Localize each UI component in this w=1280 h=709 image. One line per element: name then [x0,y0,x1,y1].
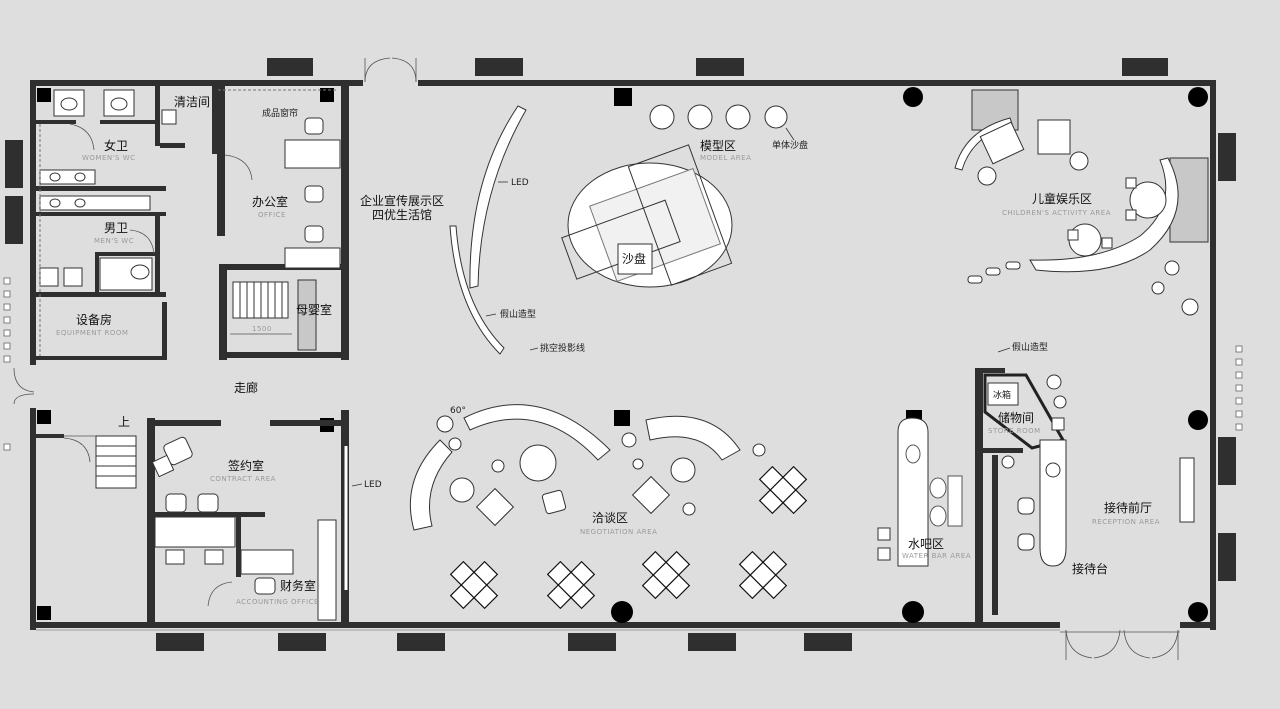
label-equipment: 设备房 [76,312,112,327]
label-storage-sub: STORE ROOM [988,427,1041,435]
label-reception-hall-sub: RECEPTION AREA [1092,518,1160,526]
label-kids: 儿童娱乐区 [1032,191,1092,206]
label-storage: 储物间 [998,410,1034,425]
wc-fixtures [39,89,336,356]
label-product-window: 成品窗帘 [262,107,298,119]
contract-furniture [95,435,348,621]
note-stair-mark: 1500 [252,325,272,333]
label-office-sub: OFFICE [258,211,286,219]
label-negotiation-sub: NEGOTIATION AREA [580,528,657,536]
negotiation-area [409,404,766,531]
label-men-wc-sub: MEN'S WC [94,237,134,245]
label-exhibit-2: 四优生活馆 [372,207,432,222]
label-contract-sub: CONTRACT AREA [210,475,276,483]
labels: 清洁间 女卫 WOMEN'S WC 男卫 MEN'S WC 设备房 EQUIPM… [56,95,1160,606]
label-negotiation: 洽谈区 [592,511,628,525]
label-equipment-sub: EQUIPMENT ROOM [56,329,128,337]
note-projection: 挑空投影线 [540,342,585,354]
exhibit-curves [449,105,527,355]
exterior-walls [30,80,1216,633]
label-finance-sub: ACCOUNTING OFFICE [236,598,319,606]
water-bar [877,417,963,567]
label-kids-sub: CHILDREN'S ACTIVITY AREA [1002,209,1111,217]
label-contract: 签约室 [228,458,264,473]
label-sand-table: 沙盘 [622,251,646,266]
label-single-sand: 单体沙盘 [772,139,808,151]
note-rockery-2: 假山造型 [1012,341,1048,353]
chair-set [449,560,499,610]
leader-lines [351,127,1011,487]
interior-walls [36,86,1023,624]
label-model-area: 模型区 [700,139,736,153]
label-reception-desk: 接待台 [1072,561,1108,576]
exterior-markers [3,277,1243,451]
entry-doors [13,57,1179,660]
kids-area [954,89,1209,316]
label-cleaning: 清洁间 [174,95,210,109]
note-angle: 60° [450,406,466,416]
note-led-1: LED [511,178,529,188]
label-finance: 财务室 [280,578,316,593]
label-office: 办公室 [252,194,288,209]
label-exhibit-1: 企业宣传展示区 [360,193,444,208]
label-reception-hall: 接待前厅 [1104,500,1152,515]
window-panels [5,58,1236,651]
note-rockery-1: 假山造型 [500,308,536,320]
staircase [63,435,137,489]
note-led-2: LED [364,480,382,490]
label-corridor: 走廊 [234,380,258,395]
note-up: 上 [118,415,130,429]
label-women-wc: 女卫 [104,138,128,153]
label-nursery: 母婴室 [296,302,332,317]
label-water-bar-sub: WATER BAR AREA [902,552,971,560]
chair-set [758,465,808,515]
label-fridge: 冰箱 [993,389,1011,401]
chair-sets [449,465,808,610]
label-water-bar: 水吧区 [908,537,944,551]
label-women-wc-sub: WOMEN'S WC [82,154,136,162]
model-area [561,104,788,288]
storage-reception [983,373,1195,567]
label-men-wc: 男卫 [104,221,128,235]
chair-set [546,560,596,610]
chair-set [738,550,788,600]
office-furniture [224,117,341,335]
chair-set [641,550,691,600]
label-model-area-sub: MODEL AREA [700,154,751,162]
